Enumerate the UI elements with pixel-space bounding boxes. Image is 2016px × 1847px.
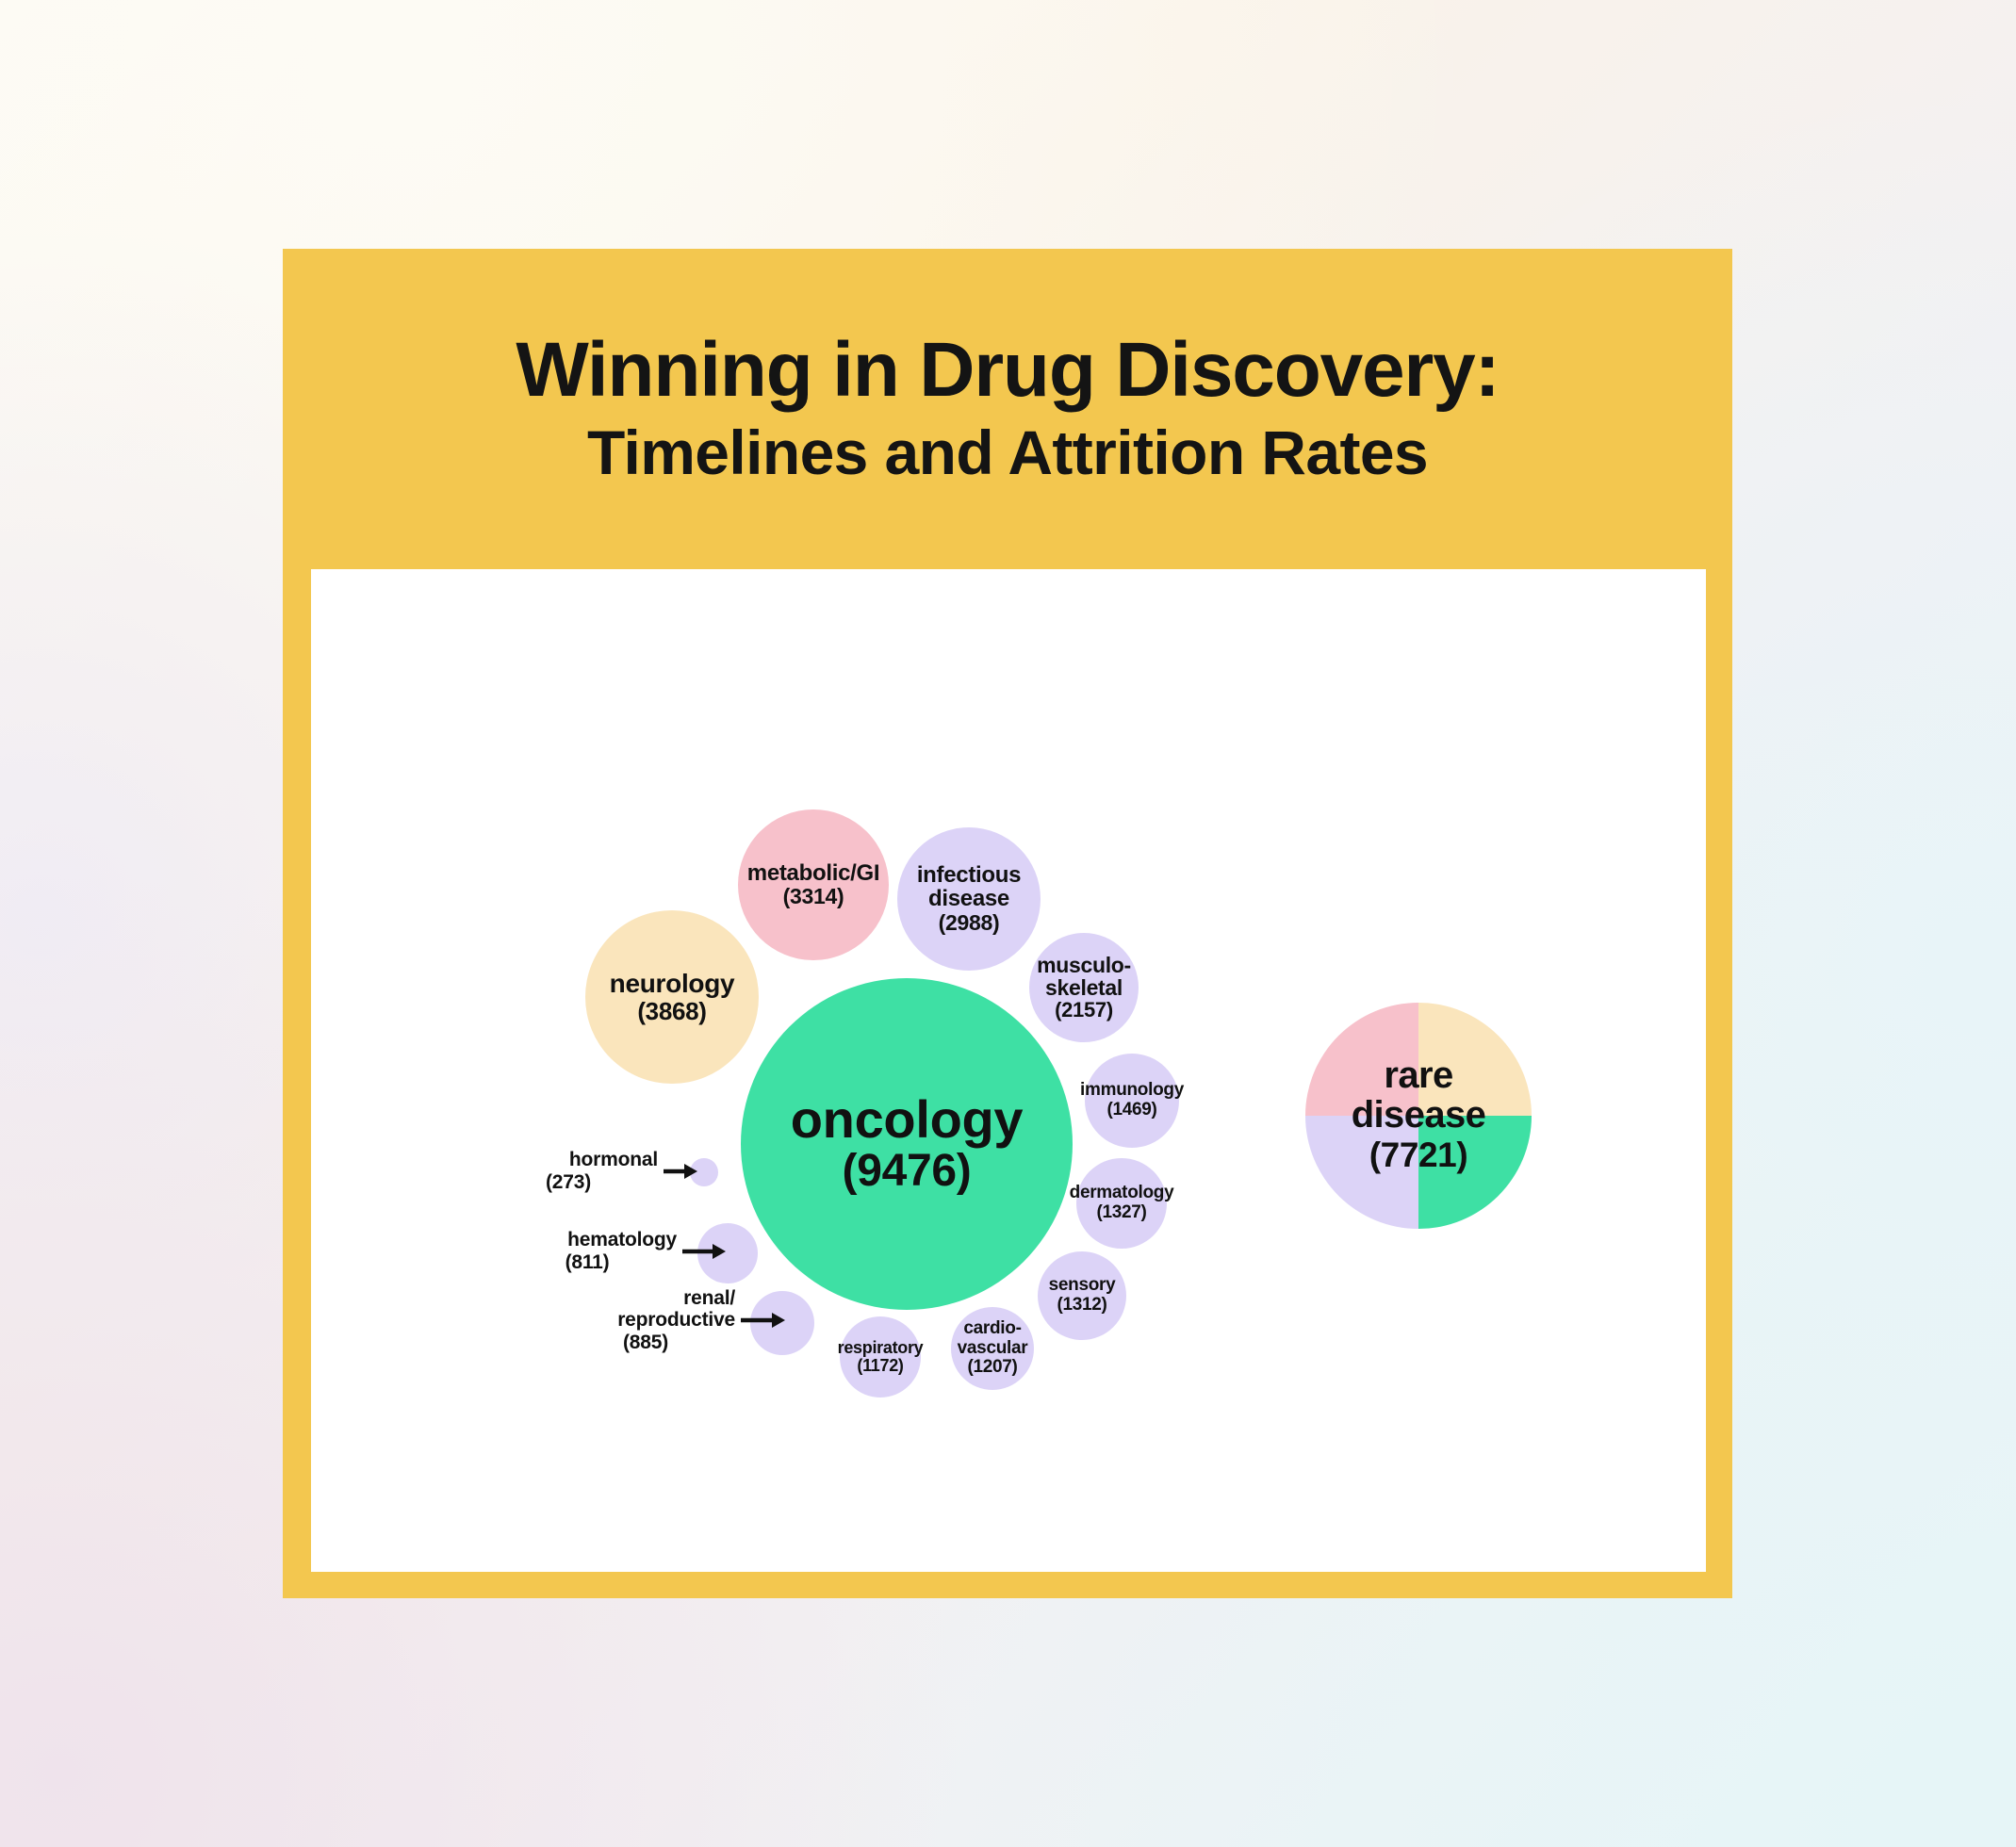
bubble-value: (3314) [782, 884, 844, 909]
callout-label: hematology [567, 1229, 677, 1251]
callout-arrow [664, 1161, 698, 1182]
callout-arrow [682, 1241, 727, 1262]
bubble-respiratory: respiratory(1172) [837, 1316, 924, 1398]
pie-slice-q-top-right [1418, 1003, 1532, 1116]
page-title-line1: Winning in Drug Discovery: [516, 327, 1500, 414]
callout-renal-reproductive: renal/ reproductive(885) [556, 1287, 785, 1354]
pie-slice-q-bottom-left [1305, 1116, 1418, 1229]
chart-canvas: oncology(9476)metabolic/GI(3314)infectio… [311, 569, 1706, 1572]
bubble-metabolic-gi: metabolic/GI(3314) [738, 809, 889, 960]
arrow-icon [664, 1164, 697, 1179]
bubble-label: metabolic/GI [746, 859, 880, 886]
bubble-musculo-skeletal: musculo- skeletal(2157) [1029, 933, 1139, 1042]
callout-text-block: hematology(811) [498, 1229, 678, 1273]
bubble-neurology: neurology(3868) [585, 910, 759, 1084]
bubble-cardio-vascular: cardio- vascular(1207) [951, 1307, 1034, 1390]
page-title-line2: Timelines and Attrition Rates [586, 417, 1429, 487]
pie-rare-disease: rare disease(7721) [1305, 1003, 1532, 1229]
callout-text-block: hormonal(273) [479, 1149, 658, 1193]
callout-arrow [741, 1310, 786, 1331]
poster-header: Winning in Drug Discovery: Timelines and… [283, 249, 1732, 569]
bubble-value: (1312) [1057, 1294, 1107, 1315]
callout-value: (811) [565, 1251, 610, 1273]
bubble-label: sensory [1048, 1275, 1116, 1296]
bubble-value: (1469) [1106, 1099, 1157, 1120]
bubble-value: (1172) [857, 1355, 904, 1375]
arrow-icon [741, 1313, 785, 1328]
poster-frame: Winning in Drug Discovery: Timelines and… [283, 249, 1732, 1598]
bubble-label: oncology [790, 1088, 1024, 1149]
bubble-label: respiratory [837, 1337, 924, 1357]
callout-label: hormonal [568, 1149, 658, 1171]
bubble-renal-reproductive [750, 1291, 814, 1355]
bubble-dermatology: dermatology(1327) [1070, 1158, 1174, 1249]
callout-hormonal: hormonal(273) [479, 1139, 697, 1203]
bubble-label: dermatology [1069, 1183, 1174, 1203]
callout-label: renal/ reproductive [617, 1286, 735, 1332]
bubble-value: (2988) [938, 909, 1000, 935]
bubble-value: (3868) [637, 996, 707, 1025]
callout-text-block: renal/ reproductive(885) [556, 1287, 735, 1354]
pie-slice-q-bottom-right [1418, 1116, 1532, 1229]
bubble-oncology: oncology(9476) [741, 978, 1073, 1310]
bubble-immunology: immunology(1469) [1080, 1054, 1184, 1148]
bubble-label: infectious disease [916, 861, 1022, 912]
arrow-icon [682, 1244, 726, 1259]
bubble-value: (1207) [967, 1356, 1018, 1377]
callout-value: (885) [622, 1331, 669, 1353]
bubble-infectious-disease: infectious disease(2988) [897, 827, 1041, 971]
callout-value: (273) [545, 1171, 592, 1193]
callout-hematology: hematology(811) [498, 1219, 726, 1283]
bubble-sensory: sensory(1312) [1038, 1251, 1126, 1340]
bubble-label: immunology [1080, 1080, 1184, 1101]
bubble-value: (2157) [1055, 998, 1113, 1022]
bubble-label: musculo- skeletal [1037, 952, 1131, 1000]
bubble-value: (9476) [842, 1146, 972, 1197]
pie-slice-q-top-left [1305, 1003, 1418, 1116]
bubble-value: (1327) [1096, 1201, 1147, 1222]
bubble-label: neurology [609, 968, 735, 998]
bubble-label: cardio- vascular [957, 1318, 1028, 1358]
